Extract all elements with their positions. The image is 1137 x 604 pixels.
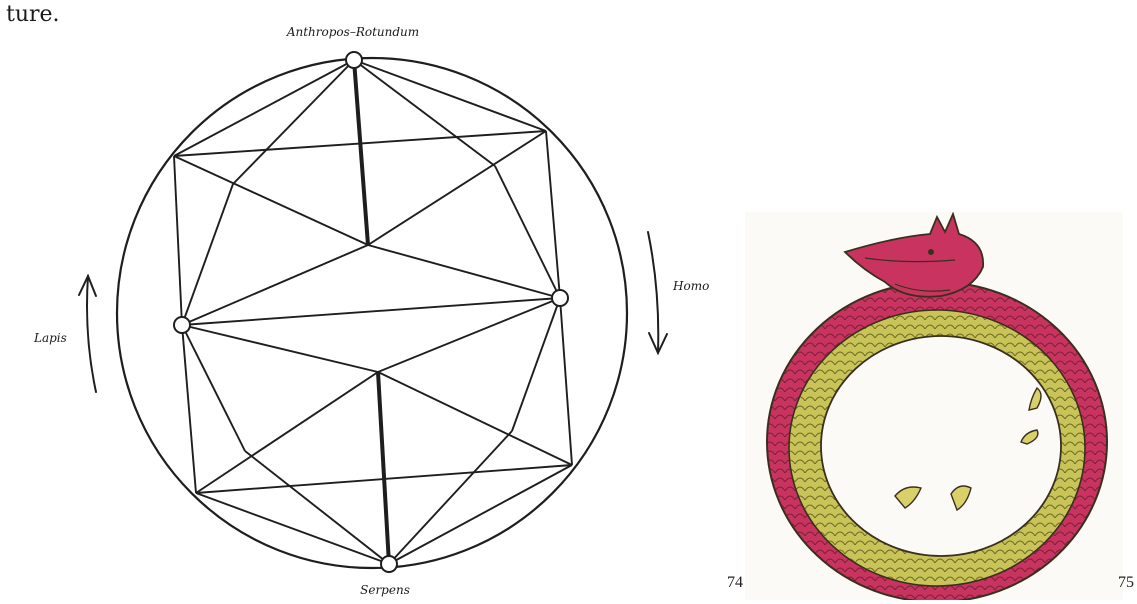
node-top [346, 52, 362, 68]
serpent-center [821, 336, 1061, 556]
label-top: Anthropos–Rotundum [286, 25, 419, 39]
label-bottom: Serpens [360, 583, 410, 597]
ouroboros-image [745, 212, 1123, 600]
label-right: Homo [672, 279, 709, 293]
node-right [552, 290, 568, 306]
page-number-left: 74 [727, 574, 743, 592]
node-bottom [381, 556, 397, 572]
diagram-lines [174, 60, 572, 564]
ouroboros-plate [745, 212, 1123, 600]
upper-axis [354, 60, 368, 245]
node-left [174, 317, 190, 333]
arrow-down-icon [648, 232, 667, 353]
lower-axis [378, 372, 389, 564]
outer-circle [117, 58, 627, 568]
gnostic-quaternio-diagram: Anthropos–Rotundum Serpens Lapis Homo [0, 0, 740, 600]
label-left: Lapis [33, 331, 67, 345]
arrow-up-icon [79, 276, 96, 392]
page-number-right: 75 [1118, 574, 1134, 592]
serpent-head-icon [845, 214, 983, 297]
